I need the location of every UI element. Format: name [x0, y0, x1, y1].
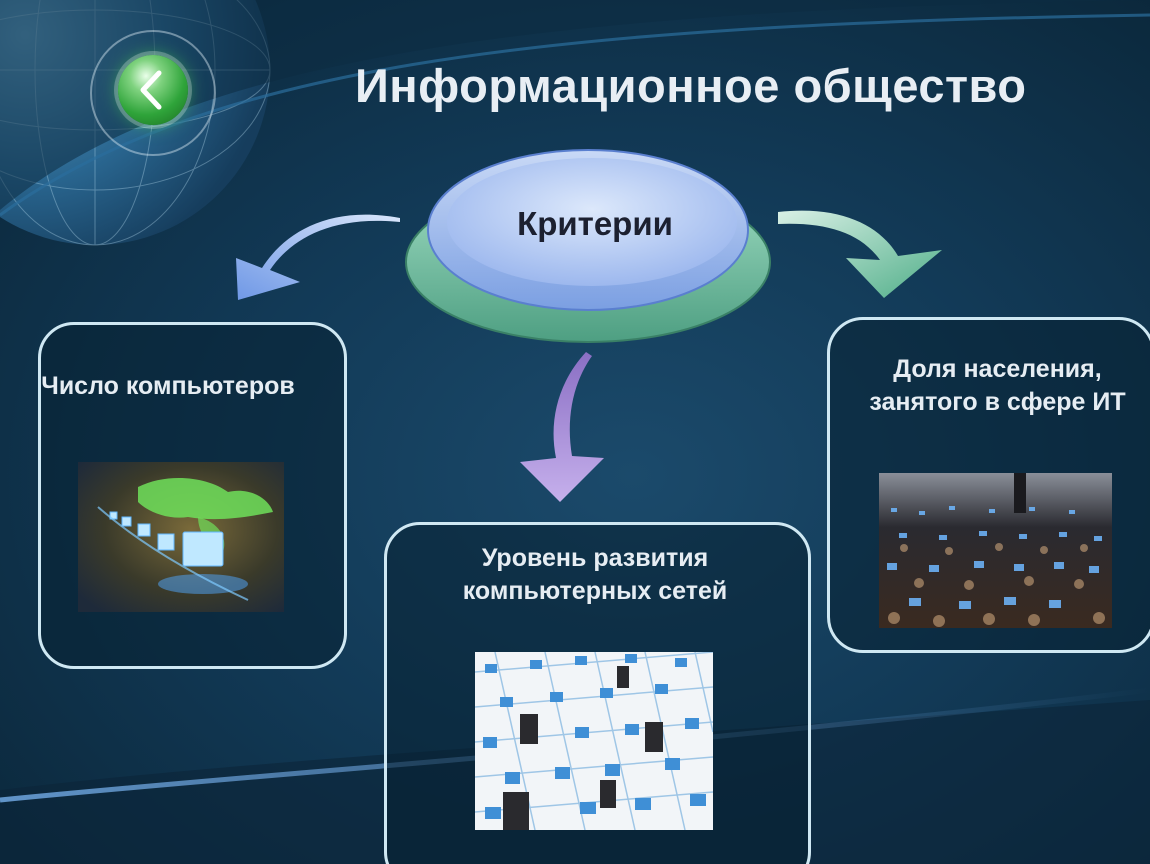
back-button[interactable] — [118, 55, 188, 125]
page-title: Информационное общество — [355, 59, 1027, 112]
criterion-label-it-employment: Доля населения, занятого в сфере ИТ — [869, 355, 1126, 416]
hub-inner — [447, 158, 737, 286]
hub-label: Критерии — [517, 205, 673, 242]
back-button-ring — [90, 30, 216, 156]
arrow-left — [236, 214, 400, 300]
arrow-middle — [520, 352, 604, 502]
computers-world-image — [78, 462, 284, 612]
arrow-right — [778, 210, 942, 298]
network-grid-image — [475, 652, 713, 830]
criterion-label-networks: Уровень развития компьютерных сетей — [462, 544, 728, 605]
computer-hall-image — [879, 473, 1112, 628]
chevron-left-icon — [140, 70, 162, 110]
criterion-label-computers: Число компьютеров — [41, 372, 295, 400]
